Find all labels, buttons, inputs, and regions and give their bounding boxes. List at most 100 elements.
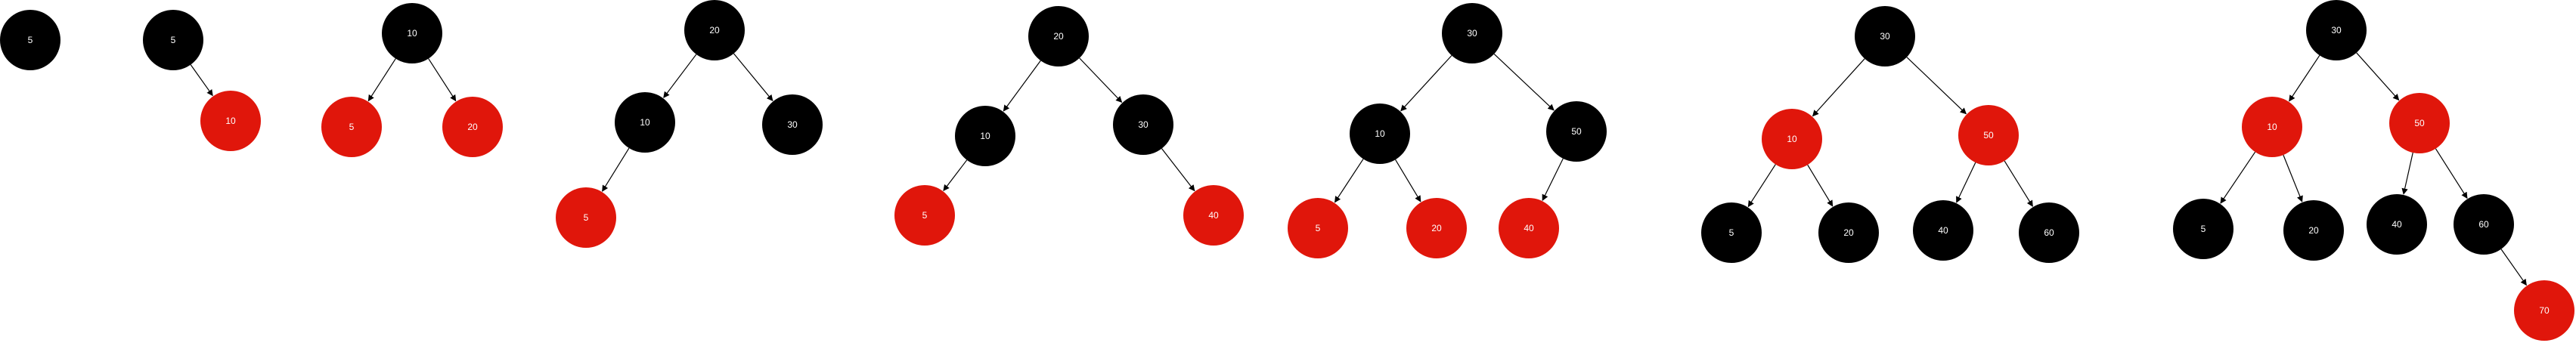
node-circle: [762, 94, 823, 155]
node-label: 10: [640, 117, 650, 128]
edge-arrow: [1542, 158, 1564, 201]
node-label: 30: [1880, 31, 1890, 42]
tree-node-black: 40: [1913, 200, 1973, 261]
edge-arrow: [1079, 57, 1123, 103]
node-circle: [1762, 109, 1822, 169]
node-label: 10: [980, 131, 990, 141]
tree-node-red: 50: [1958, 105, 2019, 165]
tree-node-red: 40: [1183, 185, 1244, 246]
tree-step-7: 30 10 50 5 20 40 60: [1701, 6, 2079, 263]
tree-node-black: 60: [2019, 202, 2079, 263]
node-label: 20: [2308, 225, 2319, 236]
edge-arrow: [663, 54, 697, 98]
tree-node-black: 30: [1113, 94, 1173, 155]
tree-node-black: 50: [1546, 101, 1607, 162]
tree-node-red: 20: [1406, 198, 1467, 258]
node-circle: [2514, 280, 2574, 341]
tree-node-black: 5: [2173, 199, 2233, 259]
edge-arrow: [367, 58, 396, 102]
node-circle: [1288, 198, 1348, 258]
tree-node-red: 40: [1499, 198, 1559, 258]
node-label: 70: [2539, 305, 2550, 316]
node-label: 10: [407, 28, 417, 39]
tree-node-red: 10: [2242, 97, 2302, 157]
node-label: 5: [2201, 224, 2206, 234]
tree-step-6: 30 10 50 5 20 40: [1288, 3, 1607, 258]
tree-node-black: 10: [955, 106, 1015, 166]
edge-arrow: [2500, 249, 2527, 286]
node-circle: [2454, 194, 2514, 255]
node-label: 5: [584, 212, 589, 223]
node-label: 20: [1843, 227, 1854, 238]
node-circle: [1855, 6, 1915, 66]
node-label: 40: [1938, 225, 1948, 236]
node-circle: [2242, 97, 2302, 157]
node-circle: [2389, 93, 2450, 153]
node-circle: [1183, 185, 1244, 246]
node-label: 5: [171, 35, 176, 45]
node-circle: [0, 10, 60, 70]
edge-arrow: [428, 58, 457, 102]
node-label: 50: [1571, 126, 1582, 137]
node-label: 30: [787, 119, 798, 130]
tree-node-black: 20: [1028, 6, 1089, 66]
node-circle: [1546, 101, 1607, 162]
node-circle: [2367, 194, 2427, 255]
node-label: 5: [349, 122, 355, 132]
node-circle: [615, 92, 675, 153]
node-circle: [1406, 198, 1467, 258]
tree-node-red: 5: [1288, 198, 1348, 258]
node-label: 20: [1431, 223, 1442, 233]
node-label: 30: [2331, 25, 2342, 36]
node-circle: [442, 97, 503, 157]
tree-node-red: 5: [894, 185, 955, 246]
tree-node-red: 5: [321, 97, 382, 157]
node-circle: [1028, 6, 1089, 66]
node-circle: [955, 106, 1015, 166]
node-circle: [556, 187, 616, 248]
edge-arrow: [1906, 57, 1967, 115]
node-label: 10: [1375, 128, 1385, 139]
edge-arrow: [190, 64, 213, 97]
node-circle: [1818, 202, 1879, 263]
edge-arrow: [1161, 148, 1195, 192]
node-label: 50: [1983, 130, 1994, 141]
tree-node-black: 20: [2283, 200, 2344, 261]
edge-arrow: [943, 159, 968, 192]
node-circle: [1442, 3, 1502, 63]
edge-arrow: [1493, 53, 1555, 111]
tree-node-black: 5: [0, 10, 60, 70]
node-circle: [1701, 202, 1762, 263]
tree-node-black: 40: [2367, 194, 2427, 255]
node-circle: [684, 0, 745, 60]
tree-node-black: 30: [1442, 3, 1502, 63]
tree-node-black: 5: [143, 10, 203, 70]
tree-node-red: 10: [200, 91, 261, 151]
node-label: 10: [2267, 122, 2277, 132]
edge-arrow: [1747, 164, 1776, 208]
tree-node-red: 5: [556, 187, 616, 248]
tree-node-black: 20: [1818, 202, 1879, 263]
tree-node-black: 30: [1855, 6, 1915, 66]
node-label: 5: [28, 35, 33, 45]
tree-node-black: 10: [1350, 104, 1410, 164]
edge-arrow: [2004, 160, 2033, 207]
tree-node-black: 5: [1701, 202, 1762, 263]
edge-arrow: [602, 147, 630, 192]
node-label: 5: [922, 210, 928, 221]
node-circle: [1958, 105, 2019, 165]
edge-arrow: [1395, 159, 1421, 202]
edge-arrow: [2289, 54, 2320, 102]
node-label: 10: [1787, 134, 1797, 144]
node-label: 60: [2044, 227, 2054, 238]
node-circle: [200, 91, 261, 151]
tree-node-black: 60: [2454, 194, 2514, 255]
tree-node-red: 70: [2514, 280, 2574, 341]
node-circle: [2306, 0, 2367, 60]
edge-arrow: [2220, 151, 2256, 204]
node-label: 60: [2478, 219, 2489, 230]
node-circle: [2283, 200, 2344, 261]
node-circle: [1350, 104, 1410, 164]
